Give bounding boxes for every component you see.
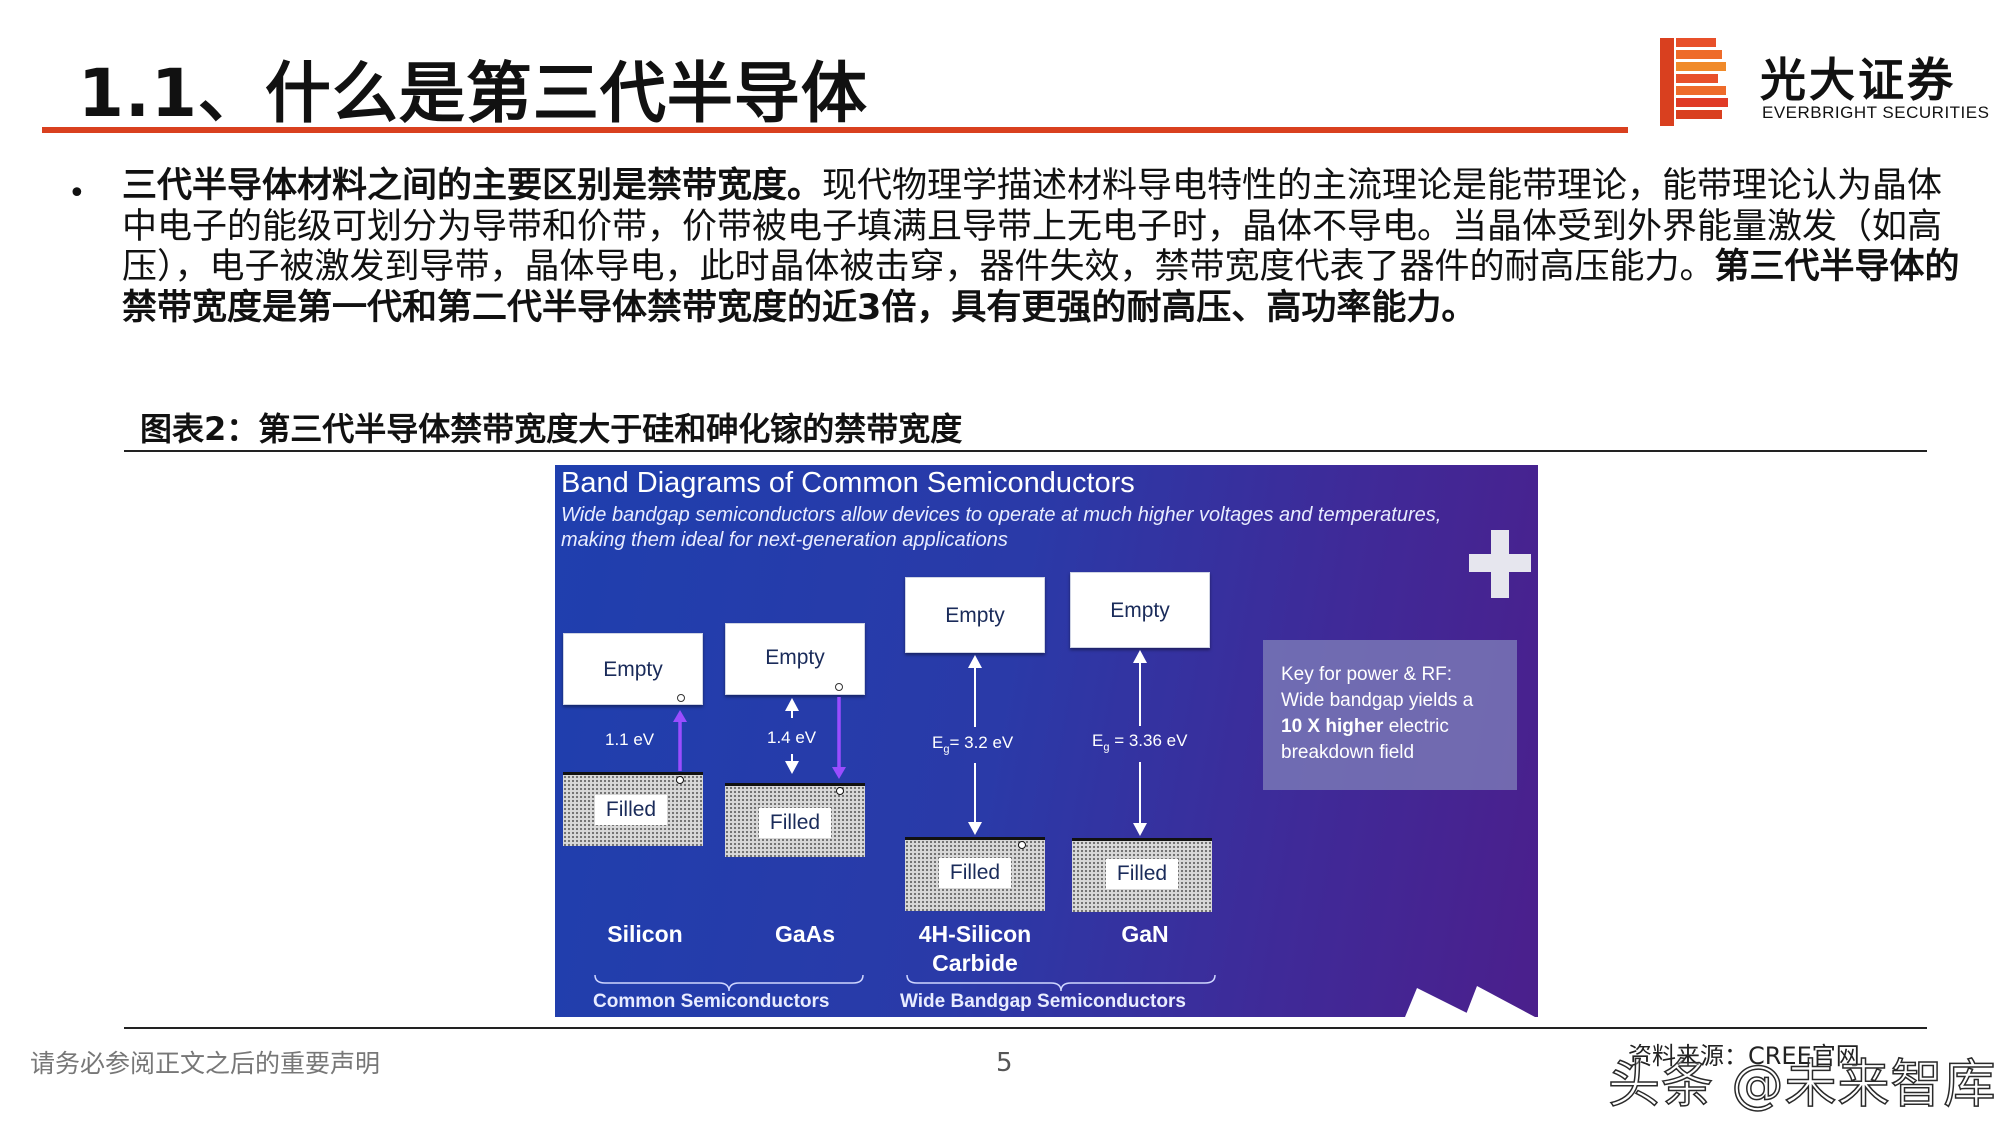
silicon-excitation-arrow	[673, 710, 687, 771]
gan-gap-value: Eg = 3.36 eV	[1092, 731, 1187, 753]
gaas-relaxation-arrow	[832, 697, 846, 779]
electron-dot	[677, 694, 685, 702]
hole-dot	[836, 787, 844, 795]
logo-english-name: EVERBRIGHT SECURITIES	[1762, 103, 1990, 122]
figure-source: 资料来源：CREE官网	[1628, 1042, 1860, 1070]
common-group-label: Common Semiconductors	[593, 991, 830, 1012]
sic-conduction-band: Empty	[905, 577, 1045, 653]
gan-gap-number: = 3.36 eV	[1109, 731, 1188, 750]
sic-gap-prefix: E	[932, 733, 944, 752]
sic-material-line1: 4H-Silicon	[918, 921, 1032, 947]
watermark: 头条 @未来智库	[1607, 1054, 1997, 1116]
gaas-material-label: GaAs	[774, 921, 836, 947]
key-line-4: breakdown field	[1281, 742, 1415, 763]
decorative-chevron-icon	[1405, 986, 1535, 1017]
figure-bottom-rule	[124, 1027, 1927, 1029]
sic-valence-band: Filled	[905, 837, 1045, 911]
hole-dot	[676, 776, 684, 784]
plus-icon	[1469, 530, 1531, 598]
gaas-gap-arrows	[785, 698, 799, 774]
silicon-gap-value: 1.1 eV	[605, 730, 655, 749]
band-diagram-subtitle: Wide bandgap semiconductors allow device…	[561, 504, 1442, 551]
silicon-filled-label: Filled	[595, 795, 667, 825]
disclaimer-note: 请务必参阅正文之后的重要声明	[30, 1049, 381, 1078]
sic-gap-sub: g	[943, 743, 950, 756]
gan-conduction-band: Empty	[1070, 572, 1210, 648]
gan-gap-arrow	[1133, 650, 1147, 836]
page-number: 5	[996, 1048, 1013, 1078]
gaas-filled-label: Filled	[759, 808, 831, 838]
paragraph-bold-lead: 三代半导体材料之间的主要区别是禁带宽度。	[122, 166, 823, 206]
gaas-valence-band: Filled	[725, 783, 865, 857]
figure-top-rule	[124, 450, 1927, 452]
gan-filled-label: Filled	[1106, 859, 1178, 889]
figure-caption: 图表2：第三代半导体禁带宽度大于硅和砷化镓的禁带宽度	[140, 410, 963, 448]
key-line-3: 10 X higher electric	[1281, 714, 1499, 740]
silicon-empty-label: Empty	[603, 658, 663, 681]
gaas-conduction-band: Empty	[725, 623, 865, 695]
hole-dot	[1018, 841, 1026, 849]
gan-gap-sub: g	[1103, 741, 1110, 754]
silicon-conduction-band: Empty	[563, 633, 703, 705]
electron-dot	[835, 683, 843, 691]
gan-valence-band: Filled	[1072, 838, 1212, 912]
paragraph-bold-conclusion: 第三代半导体的禁带宽度是第一代和第二代半导体禁带宽度的近3倍，具有更强的耐高压、…	[122, 247, 1960, 328]
key-line-2: Wide bandgap yields a	[1281, 690, 1474, 711]
key-line-1: Key for power & RF:	[1281, 664, 1453, 685]
band-diagram-figure: Band Diagrams of Common Semiconductors W…	[555, 465, 1538, 1017]
band-diagram-title: Band Diagrams of Common Semiconductors	[561, 467, 1135, 499]
common-group-brace	[594, 974, 864, 992]
key-line-3-rest: electric	[1383, 716, 1449, 737]
logo-chinese-name: 光大证券	[1760, 53, 1956, 107]
sic-empty-label: Empty	[945, 604, 1005, 627]
page-title: 1.1、什么是第三代半导体	[78, 55, 868, 132]
bullet-marker: •	[68, 176, 86, 211]
sic-material-line2: Carbide	[932, 950, 1018, 976]
sic-gap-arrow	[968, 655, 982, 835]
wide-group-brace	[906, 974, 1216, 992]
wide-group-label: Wide Bandgap Semiconductors	[900, 991, 1186, 1012]
gaas-gap-value: 1.4 eV	[767, 728, 817, 747]
gan-gap-prefix: E	[1092, 731, 1104, 750]
key-highlight: 10 X higher	[1281, 716, 1384, 737]
sic-gap-number: = 3.2 eV	[949, 733, 1014, 752]
silicon-valence-band: Filled	[563, 772, 703, 846]
silicon-material-label: Silicon	[607, 921, 683, 947]
gan-material-label: GaN	[1121, 921, 1169, 947]
gan-empty-label: Empty	[1110, 599, 1170, 622]
sic-gap-value: Eg= 3.2 eV	[932, 733, 1013, 755]
title-divider	[42, 127, 1628, 133]
everbright-logo-icon	[1660, 38, 1728, 126]
gaas-empty-label: Empty	[765, 646, 825, 669]
company-logo: 光大证券 EVERBRIGHT SECURITIES	[1660, 36, 1989, 132]
body-paragraph: 三代半导体材料之间的主要区别是禁带宽度。现代物理学描述材料导电特性的主流理论是能…	[122, 166, 1962, 328]
key-callout-box: Key for power & RF: Wide bandgap yields …	[1263, 640, 1517, 790]
paragraph-body-text: 现代物理学描述材料导电特性的主流理论是能带理论，能带理论认为晶体中电子的能级可划…	[122, 166, 1943, 287]
sic-material-label: 4H-Silicon Carbide	[905, 920, 1045, 978]
sic-filled-label: Filled	[939, 858, 1011, 888]
